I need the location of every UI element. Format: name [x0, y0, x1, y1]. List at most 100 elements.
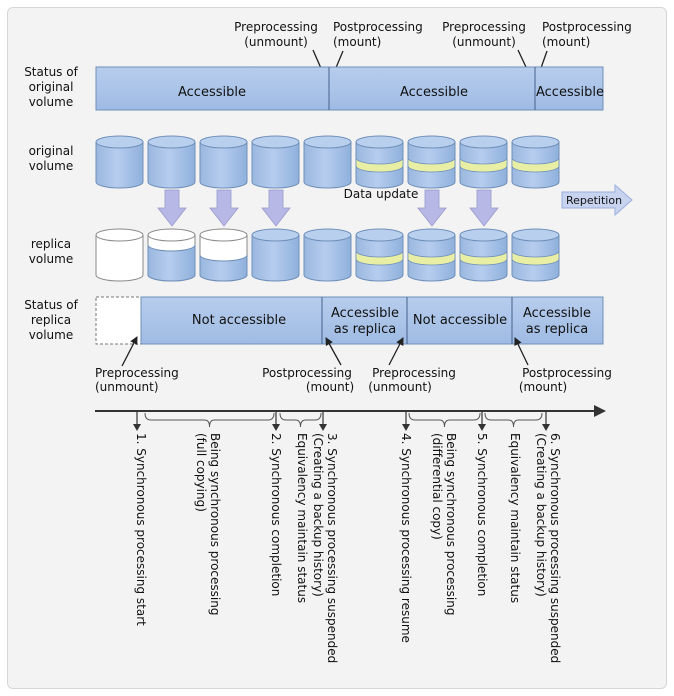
repetition-arrow: Repetition [561, 183, 633, 217]
replica-status-bar: Not accessible Accessible as replica Not… [95, 296, 604, 345]
replica-status-segment-label: Not accessible [192, 313, 286, 328]
status-bar-bg [95, 66, 604, 111]
row-label-line: replica [31, 313, 71, 327]
original-volume-cylinder [355, 135, 404, 189]
original-status-bar: Accessible Accessible Accessible [95, 66, 604, 111]
original-status-segment-label: Accessible [178, 85, 246, 100]
row-label-replica: replica volume [29, 237, 73, 266]
callout-text: Postprocessing [262, 366, 352, 380]
phase-label: Equivalency maintain status [295, 433, 309, 603]
phase-brace [408, 412, 481, 428]
callout-text: (unmount) [368, 380, 432, 394]
callout-text: (unmount) [95, 380, 159, 394]
replica-status-segment-label: Accessible [331, 306, 399, 321]
callout-text: Postprocessing [542, 20, 632, 34]
diagram-frame [7, 7, 667, 689]
data-update-label: Data update [344, 187, 419, 201]
replica-volume-cylinder [251, 228, 300, 282]
callout-text: Postprocessing [333, 20, 423, 34]
top-callouts: Preprocessing (unmount) Postprocessing (… [234, 20, 632, 83]
phase-label: Equivalency maintain status [508, 433, 522, 603]
callout-text: (mount) [519, 380, 567, 394]
event-label: 2. Synchronous completion [269, 433, 283, 596]
callout-text: Postprocessing [522, 366, 612, 380]
callout-arrow [514, 337, 529, 366]
timeline-event-labels: 1. Synchronous processing start 2. Synch… [134, 433, 562, 663]
replica-volume-cylinder [199, 228, 248, 282]
row-label-line: volume [29, 328, 73, 342]
row-label-original: original volume [29, 144, 74, 173]
callout-text: Preprocessing [442, 20, 526, 34]
event-arrowhead [319, 424, 327, 431]
callout-text: (mount) [542, 35, 590, 49]
original-volume-cylinder [303, 135, 352, 189]
phase-label: Being synchronous processing [444, 433, 458, 615]
replica-volume-cylinder [407, 228, 456, 282]
copy-arrow [209, 189, 239, 227]
copy-arrow [469, 189, 499, 227]
callout-text: (unmount) [244, 35, 308, 49]
event-label: 1. Synchronous processing start [134, 433, 148, 626]
original-volume-cylinder [459, 135, 508, 189]
phase-label: Being synchronous processing [208, 433, 222, 615]
callout-text: (unmount) [452, 35, 516, 49]
replica-status-segment-label: Not accessible [413, 313, 507, 328]
phase-brace [484, 412, 543, 428]
replica-status-segment-label: Accessible [523, 306, 591, 321]
original-status-segment-label: Accessible [536, 85, 604, 100]
event-label: (Creating a backup history) [534, 433, 548, 597]
row-label-status-replica: Status of replica volume [24, 298, 78, 342]
status-bar-bg [140, 296, 604, 345]
row-label-line: replica [31, 237, 71, 251]
replica-volume-cylinders [95, 228, 560, 282]
copy-arrow [261, 189, 291, 227]
original-volume-cylinder [251, 135, 300, 189]
event-label: (Creating a backup history) [311, 433, 325, 597]
row-label-line: original [29, 80, 74, 94]
row-label-line: Status of [24, 298, 78, 312]
row-label-line: volume [29, 159, 73, 173]
repetition-arrow-shape [561, 183, 633, 217]
timeline-axis-arrowhead [594, 405, 606, 417]
callout-arrow [325, 337, 342, 366]
event-label: 3. Synchronous processing suspended [325, 433, 339, 663]
event-label: 5. Synchronous completion [475, 433, 489, 596]
phase-brace [144, 412, 275, 428]
event-arrowhead [478, 424, 486, 431]
original-status-segment-label: Accessible [400, 85, 468, 100]
callout-text: Preprocessing [95, 366, 179, 380]
original-volume-cylinder [147, 135, 196, 189]
replica-volume-cylinder [511, 228, 560, 282]
replica-status-segment-label: as replica [526, 322, 589, 337]
timeline [95, 405, 606, 431]
row-label-line: original [29, 144, 74, 158]
row-label-line: volume [29, 95, 73, 109]
event-label: 6. Synchronous processing suspended [548, 433, 562, 663]
copy-arrow [417, 189, 447, 227]
event-arrowhead [402, 424, 410, 431]
repetition-label: Repetition [566, 194, 622, 207]
original-volume-cylinders [95, 135, 560, 189]
timeline-phase-labels: Being synchronous processing (full copyi… [194, 433, 522, 615]
row-label-line: Status of [24, 65, 78, 79]
phase-label: (differential copy) [430, 433, 444, 540]
event-arrowhead [542, 424, 550, 431]
event-label: 4. Synchronous processing resume [399, 433, 413, 643]
callout-arrow [121, 336, 138, 367]
original-volume-cylinder [199, 135, 248, 189]
copy-arrow [157, 189, 187, 227]
original-volume-cylinder [511, 135, 560, 189]
timeline-events [133, 411, 550, 431]
callout-arrow [388, 337, 404, 366]
row-label-line: volume [29, 252, 73, 266]
replica-volume-cylinder [147, 228, 196, 282]
phase-label: (full copying) [194, 433, 208, 512]
replica-volume-cylinder [303, 228, 352, 282]
event-arrowhead [133, 424, 141, 431]
event-arrowhead [272, 424, 280, 431]
replica-volume-cylinder [95, 228, 144, 282]
callout-text: Preprocessing [372, 366, 456, 380]
callout-text: Preprocessing [234, 20, 318, 34]
bottom-callouts: Preprocessing (unmount) Postprocessing (… [95, 336, 612, 394]
replica-status-segment-label: as replica [334, 322, 397, 337]
